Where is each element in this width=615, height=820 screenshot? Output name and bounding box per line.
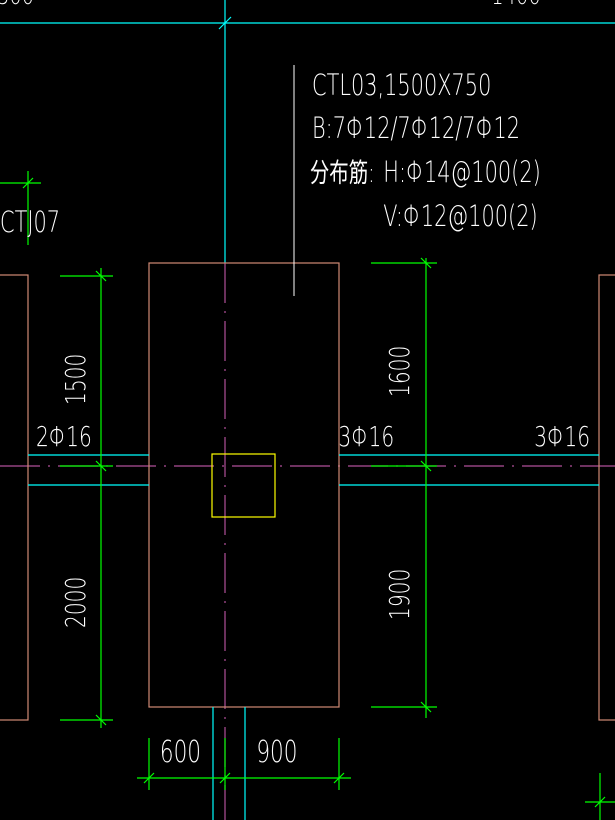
dim-bottom-left: 600 [160, 736, 201, 770]
dimension-left [60, 268, 113, 728]
bottom-rebar-spec: B:7Φ12/7Φ12/7Φ12 [312, 112, 520, 145]
beam-right-rebar: 3Φ16 [534, 420, 590, 453]
dim-left-top: 1500 [59, 354, 92, 405]
beam-left-rebar: 2Φ16 [36, 420, 92, 453]
column-outline[interactable] [211, 453, 276, 518]
top-partial-dimension-left: 300 [0, 0, 34, 11]
dim-right-top: 1600 [383, 346, 416, 397]
dimension-cross-bottomright [585, 773, 615, 820]
dim-right-bottom: 1900 [383, 569, 416, 620]
dimension-cross-topleft [0, 171, 41, 245]
footing-ctl03-outline[interactable] [148, 262, 340, 708]
dimension-bottom [137, 738, 351, 790]
footing-label: CTL03,1500X750 [312, 69, 491, 102]
distribution-v-spec: V:Φ12@100(2) [383, 200, 537, 233]
beam-mid-rebar: 3Φ16 [338, 420, 394, 453]
top-partial-dimension-right: 1400 [491, 0, 541, 11]
dim-bottom-right: 900 [256, 736, 297, 770]
dimension-right [371, 257, 437, 718]
footing-left-outline[interactable] [0, 274, 29, 721]
distribution-prefix: 分布筋: [310, 157, 375, 189]
left-footing-label: CTJ07 [0, 206, 60, 239]
axis-tick [218, 16, 232, 30]
footing-right-outline[interactable] [598, 274, 615, 721]
distribution-h-spec: H:Φ14@100(2) [383, 156, 540, 189]
dim-left-bottom: 2000 [59, 577, 92, 628]
